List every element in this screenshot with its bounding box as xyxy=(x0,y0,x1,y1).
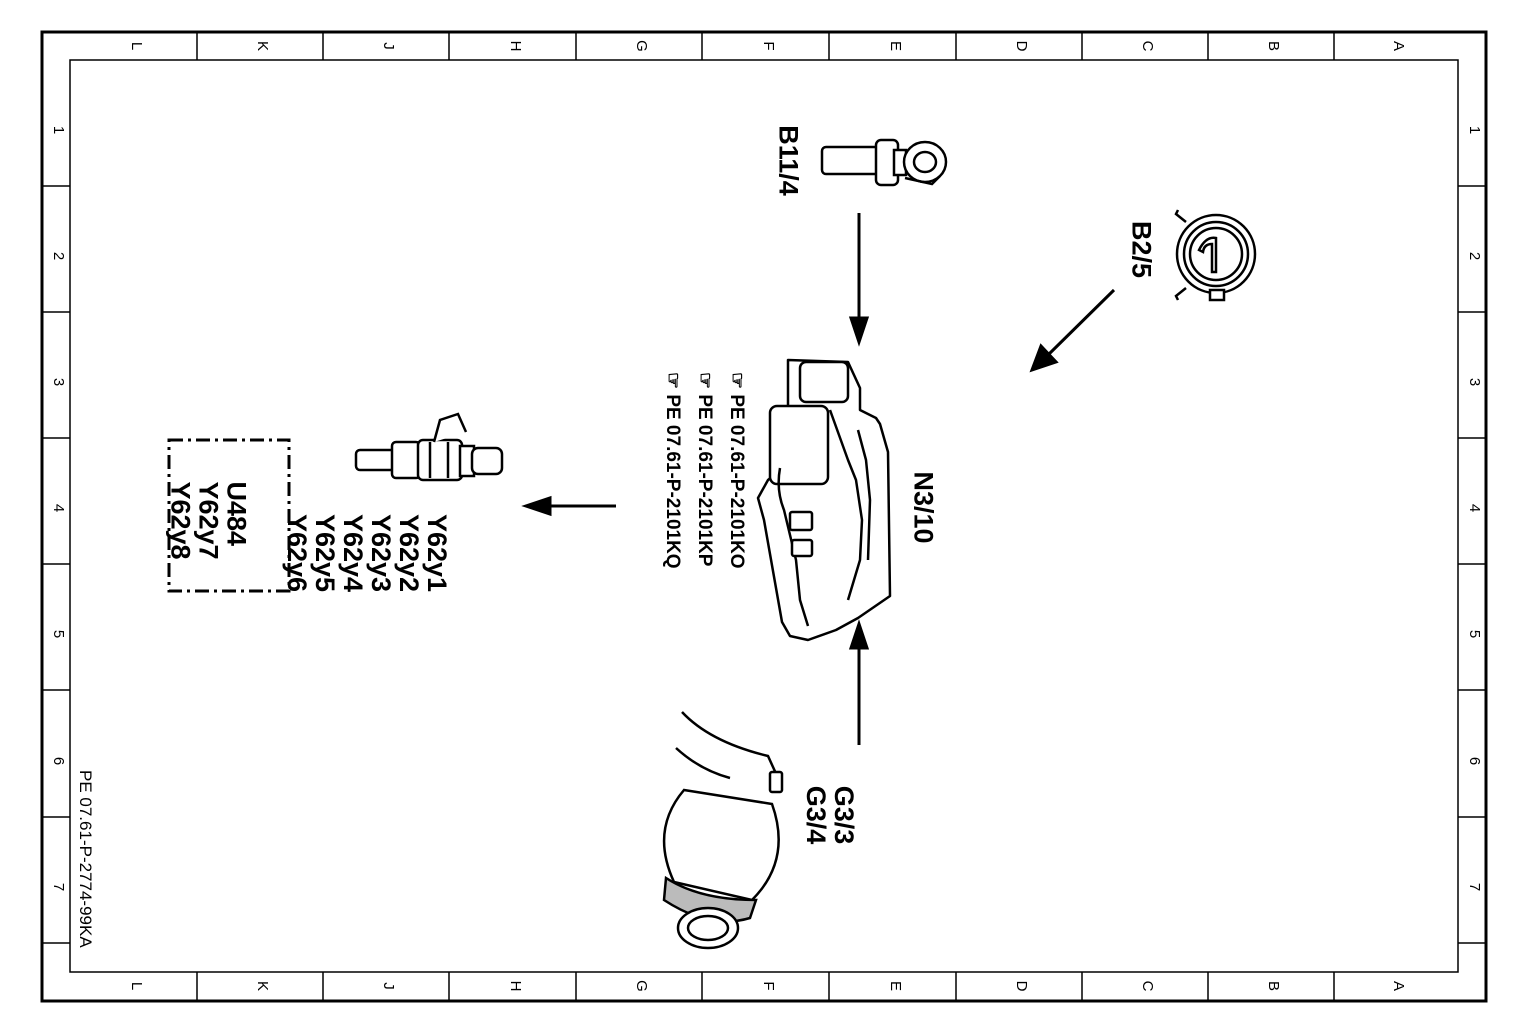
grid-row-left-1: 1 xyxy=(50,125,67,135)
grid-row-left-4: 4 xyxy=(50,503,67,513)
grid-column-bottom-a: A xyxy=(1390,980,1407,991)
label-u484-group: U484 Y62y7 Y62y8 xyxy=(165,481,252,560)
grid-column-top-f: F xyxy=(759,41,777,51)
reference-1: ☞ PE 07.61-P-2101KO xyxy=(724,372,747,622)
grid-row-right-6: 6 xyxy=(1466,756,1483,765)
grid-column-bottom-j: J xyxy=(380,982,397,990)
grid-column-top-g: G xyxy=(633,40,650,52)
label-injectors: Y62y1 Y62y2 Y62y3 Y62y4 Y62y5 Y62y6 xyxy=(282,514,452,593)
grid-column-bottom-g: G xyxy=(633,980,650,992)
grid-column-top-b: B xyxy=(1265,40,1282,51)
g3-oxygen-sensor-drawing xyxy=(662,711,784,950)
reference-3: ☞ PE 07.61-P-2101KQ xyxy=(660,372,683,622)
grid-row-left-5: 5 xyxy=(50,629,67,639)
grid-column-bottom-e: E xyxy=(886,980,904,991)
pointing-hand-icon: ☞ xyxy=(726,372,747,395)
grid-column-bottom-d: D xyxy=(1013,980,1030,992)
label-g3-sensors: G3/3 G3/4 xyxy=(801,785,859,845)
grid-row-left-3: 3 xyxy=(50,377,67,387)
pointing-hand-icon: ☞ xyxy=(694,372,715,395)
grid-column-top-h: H xyxy=(506,40,524,52)
grid-row-left-2: 2 xyxy=(50,251,67,261)
grid-column-bottom-c: C xyxy=(1139,980,1156,992)
grid-column-top-e: E xyxy=(886,40,904,51)
arrow-left-head xyxy=(521,495,552,517)
pointing-hand-icon: ☞ xyxy=(662,372,683,395)
arrow-down-head xyxy=(848,316,870,347)
grid-row-right-7: 7 xyxy=(1466,882,1483,892)
grid-column-bottom-l: L xyxy=(127,981,145,991)
label-n3-10: N3/10 xyxy=(908,471,939,544)
outer-border xyxy=(40,30,1488,1003)
label-b11-4: B11/4 xyxy=(773,125,804,196)
grid-column-top-d: D xyxy=(1013,40,1030,52)
grid-row-left-7: 7 xyxy=(50,882,67,892)
grid-column-bottom-h: H xyxy=(506,980,524,992)
inner-border xyxy=(69,59,1459,973)
grid-column-top-k: K xyxy=(254,40,271,51)
reference-text: PE 07.61-P-2101KO xyxy=(726,394,747,569)
grid-row-right-3: 3 xyxy=(1466,377,1483,387)
grid-row-right-4: 4 xyxy=(1466,503,1483,513)
n3-10-control-unit-drawing xyxy=(756,358,892,642)
reference-text: PE 07.61-P-2101KP xyxy=(694,394,715,567)
grid-ticks xyxy=(42,32,1486,1001)
reference-text: PE 07.61-P-2101KQ xyxy=(662,394,683,569)
reference-2: ☞ PE 07.61-P-2101KP xyxy=(692,372,715,622)
grid-column-top-a: A xyxy=(1390,40,1407,51)
u484-group-box xyxy=(167,438,291,593)
grid-column-bottom-k: K xyxy=(254,980,271,991)
arrow-diag-head xyxy=(1029,343,1059,373)
grid-row-right-1: 1 xyxy=(1466,125,1483,135)
injector-drawing xyxy=(354,412,504,482)
label-b2-5: B2/5 xyxy=(1126,220,1157,279)
grid-column-top-c: C xyxy=(1139,40,1156,52)
arrow-up-head xyxy=(848,619,870,650)
grid-column-top-j: J xyxy=(380,42,397,50)
document-id: PE 07.61-P-2774-99KA xyxy=(76,770,95,948)
grid-row-right-2: 2 xyxy=(1466,251,1483,261)
grid-column-top-l: L xyxy=(127,41,145,51)
grid-column-bottom-b: B xyxy=(1265,980,1282,991)
b2-5-sensor-drawing xyxy=(1174,209,1257,302)
grid-row-left-6: 6 xyxy=(50,756,67,765)
grid-row-right-5: 5 xyxy=(1466,629,1483,639)
b11-4-sensor-drawing xyxy=(820,138,948,187)
signal-arrows xyxy=(521,213,1116,745)
grid-column-bottom-f: F xyxy=(759,981,777,991)
